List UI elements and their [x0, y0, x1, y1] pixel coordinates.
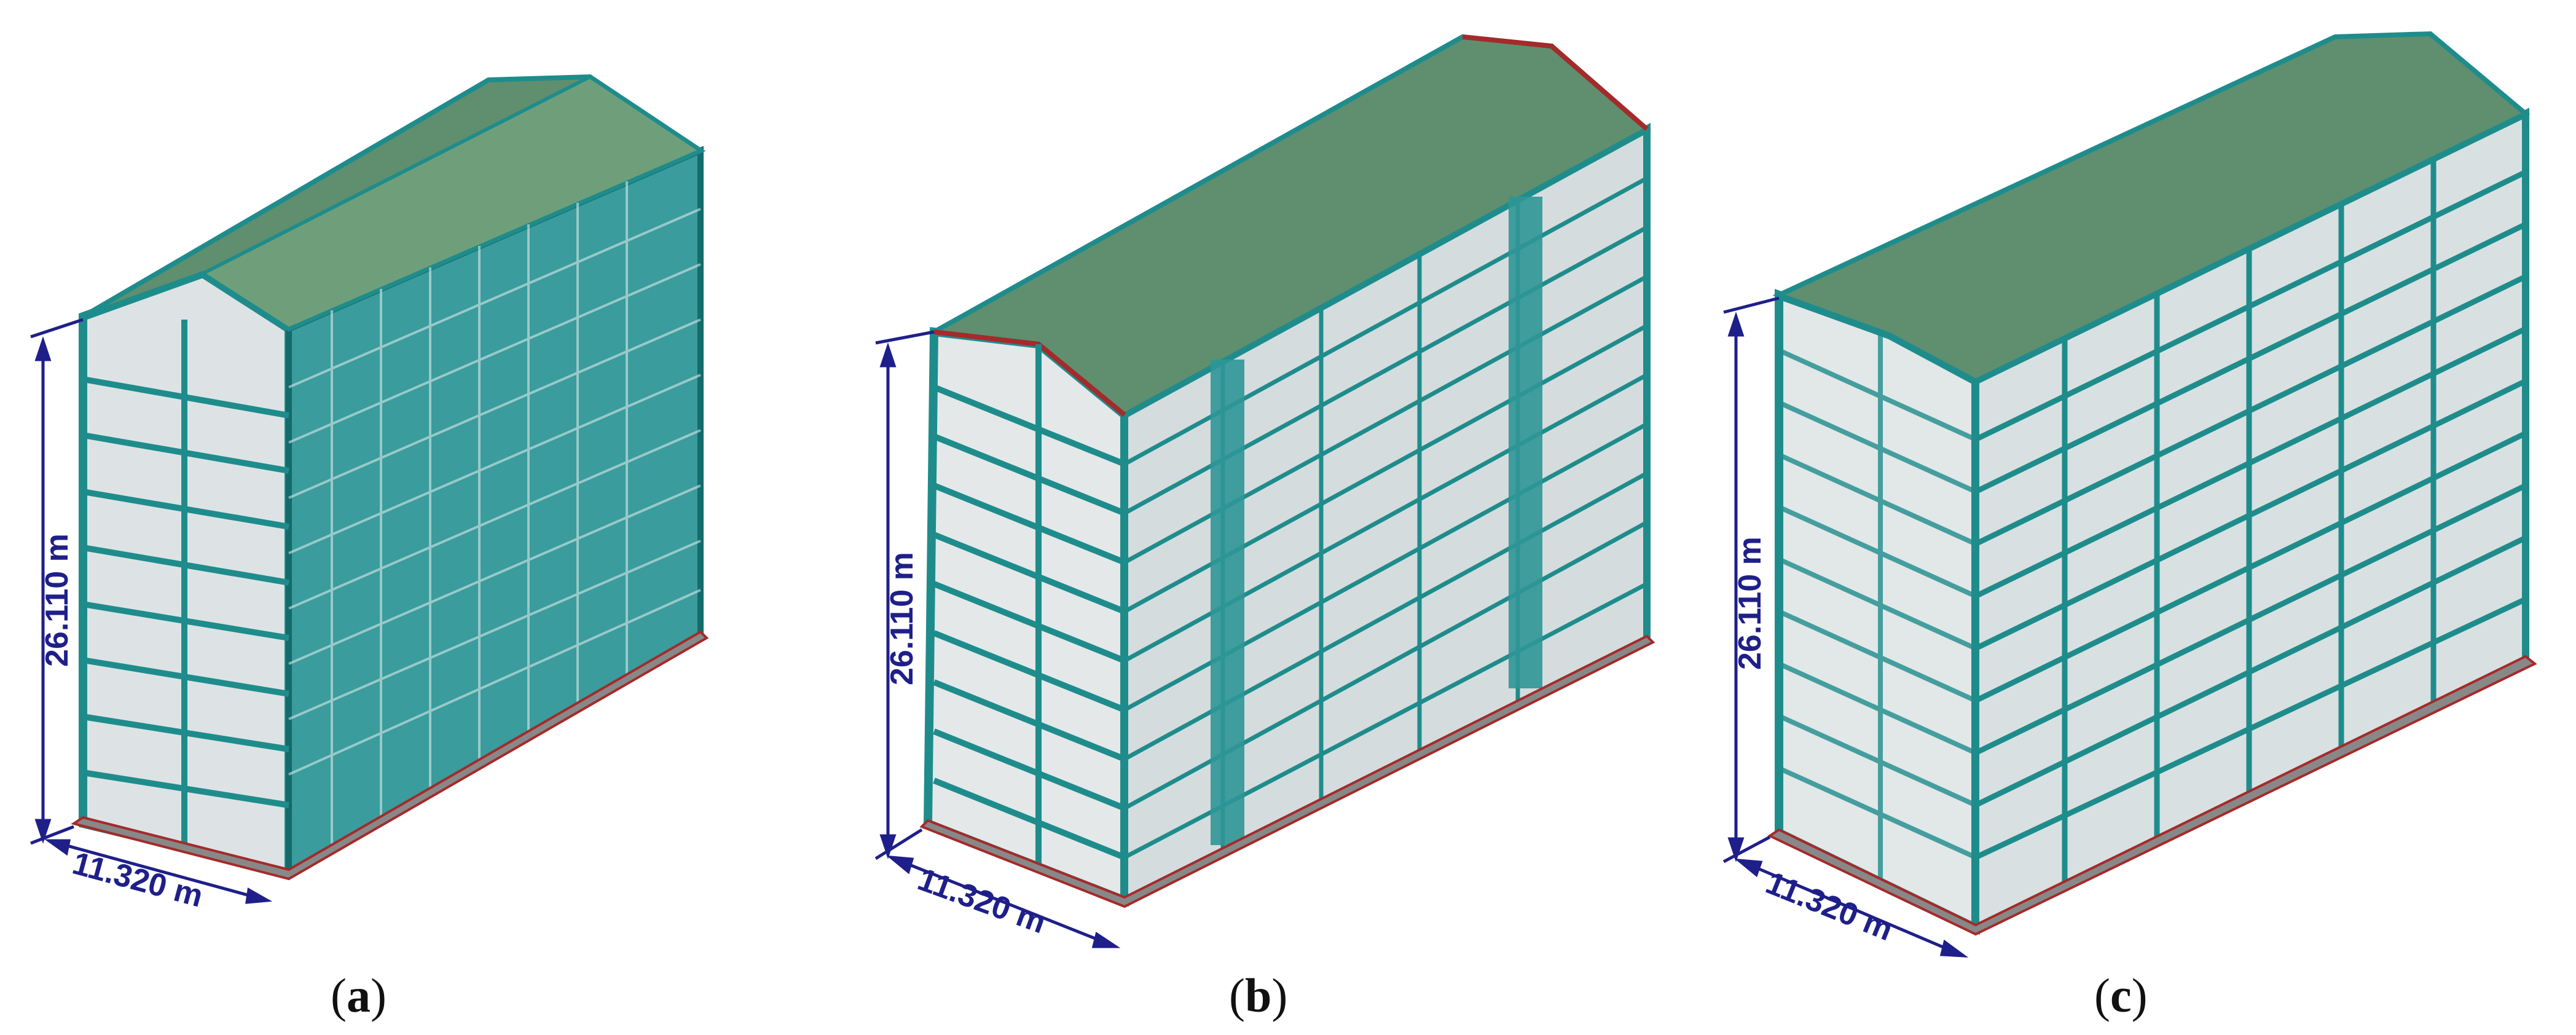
width-dimension-b: [886, 855, 1121, 948]
height-label-c: 26.110 m: [1732, 537, 1768, 670]
gable-face-c: [1775, 289, 1980, 935]
floor-lines-b: [933, 344, 1126, 864]
caption-b: (b): [1229, 969, 1287, 1022]
width-label-b: 11.320 m: [913, 862, 1051, 941]
width-dimension-c: [1734, 858, 1969, 958]
base-slab-c: [1767, 655, 2537, 936]
core-column-b-1: [1211, 360, 1244, 845]
building-model-c: [1767, 31, 2537, 936]
core-column-b-2: [1509, 197, 1542, 688]
panel-b: 26.110 m 11.320 m (b): [874, 34, 1655, 1022]
panel-a: 26.110 m 11.320 m (a): [30, 74, 709, 1022]
roof-c: [1772, 31, 2531, 384]
height-dimension-b: [874, 330, 935, 860]
roof-ridge-a: [198, 74, 705, 331]
height-label-a: 26.110 m: [39, 533, 75, 667]
caption-a: (a): [331, 969, 387, 1022]
roof-edge-b-top: [1462, 34, 1649, 132]
base-slab-a: [71, 630, 709, 881]
width-dimension-a: [44, 839, 273, 904]
caption-c: (c): [2094, 969, 2148, 1022]
height-dimension-a: [30, 318, 84, 845]
panel-c: 26.110 m 11.320 m (c): [1722, 31, 2537, 1022]
height-dimension-c: [1722, 296, 1780, 864]
width-label-a: 11.320 m: [69, 846, 206, 915]
floor-lines-a: [82, 320, 289, 848]
building-model-b: [919, 34, 1655, 908]
facade-grid-c: [1974, 157, 2527, 885]
floor-lines-c: [1778, 332, 1977, 879]
building-model-a: [71, 74, 709, 881]
base-slab-b: [919, 634, 1655, 908]
facade-grid-a: [288, 181, 701, 848]
height-label-b: 26.110 m: [884, 552, 920, 685]
